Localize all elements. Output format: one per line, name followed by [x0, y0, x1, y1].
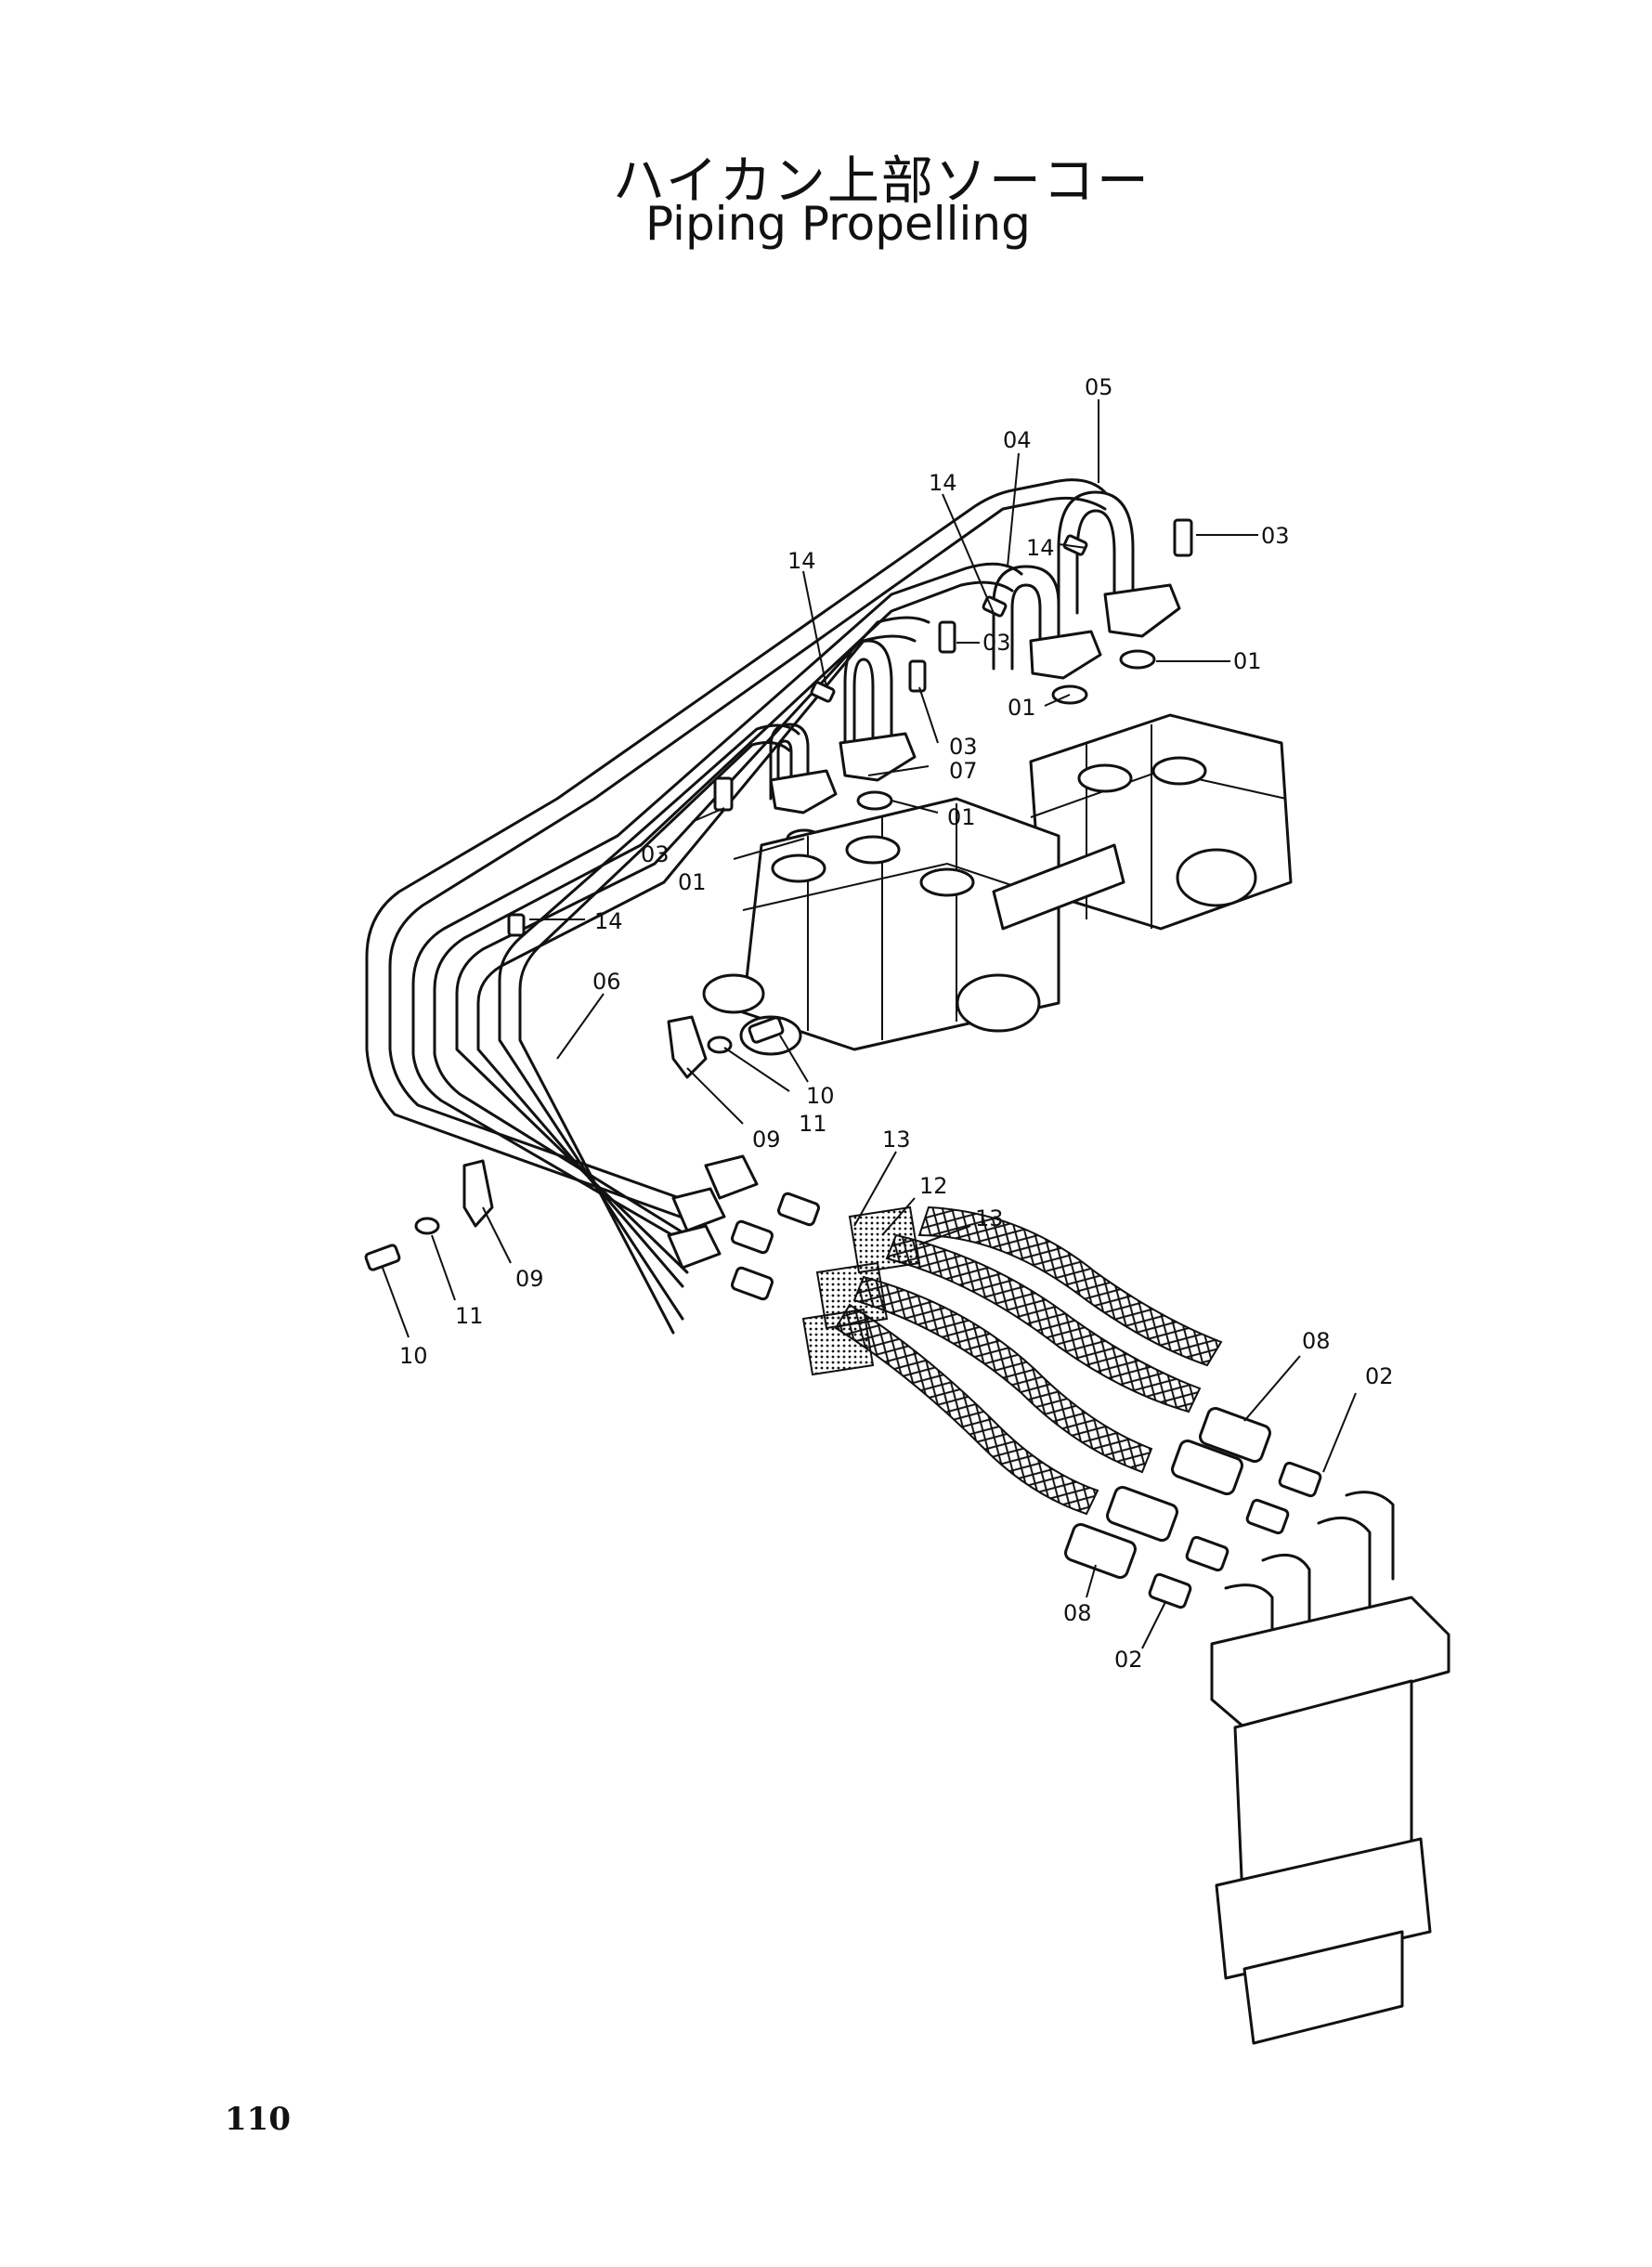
callout-04: 04	[1003, 427, 1032, 453]
callout-03c: 03	[949, 734, 978, 760]
bolts	[507, 518, 1193, 937]
callout-03b: 03	[982, 630, 1011, 656]
pipe-end-fittings	[667, 1154, 820, 1301]
long-pipes	[365, 478, 1107, 1335]
callout-03d: 03	[641, 841, 670, 867]
callout-09a: 09	[752, 1127, 781, 1153]
u-pipes	[769, 490, 1135, 801]
leader-lines	[382, 399, 1357, 1649]
control-valve	[702, 713, 1293, 1056]
callout-01b: 01	[1008, 695, 1036, 721]
callout-14d: 14	[594, 908, 623, 934]
callout-01c: 01	[947, 804, 976, 830]
callout-01d: 01	[678, 869, 707, 895]
callout-02b: 02	[1114, 1647, 1143, 1673]
callout-06: 06	[592, 969, 621, 995]
callout-03a: 03	[1261, 523, 1290, 549]
callout-08a: 08	[1302, 1328, 1331, 1354]
callout-14b: 14	[1026, 535, 1055, 561]
hose-ends	[1064, 1406, 1322, 1609]
callout-11b: 11	[455, 1303, 484, 1329]
callout-05: 05	[1085, 374, 1113, 400]
callout-01a: 01	[1233, 648, 1262, 674]
callout-12: 12	[919, 1173, 948, 1199]
callout-13b: 13	[975, 1205, 1004, 1231]
title-english: Piping Propelling	[645, 197, 1031, 251]
title-japanese: ハイカン上部ソーコー	[613, 151, 1151, 212]
hoses	[801, 1205, 1223, 1516]
callout-02a: 02	[1365, 1363, 1394, 1389]
callout-13a: 13	[882, 1127, 911, 1153]
callout-08b: 08	[1063, 1600, 1092, 1626]
callout-14a: 14	[929, 470, 957, 496]
clamps	[364, 1015, 785, 1271]
callouts: 05 04 14 14 03 14 03 01 01 03 07 01 03 0…	[399, 374, 1394, 1673]
callout-10a: 10	[806, 1083, 835, 1109]
swivel-joint	[1210, 1491, 1450, 2045]
flanges	[769, 583, 1181, 814]
callout-14c: 14	[787, 548, 816, 574]
callout-11a: 11	[799, 1111, 827, 1137]
callout-07: 07	[949, 758, 978, 784]
callout-10b: 10	[399, 1343, 428, 1369]
page-number: 110	[225, 2101, 291, 2138]
callout-09b: 09	[515, 1266, 544, 1292]
